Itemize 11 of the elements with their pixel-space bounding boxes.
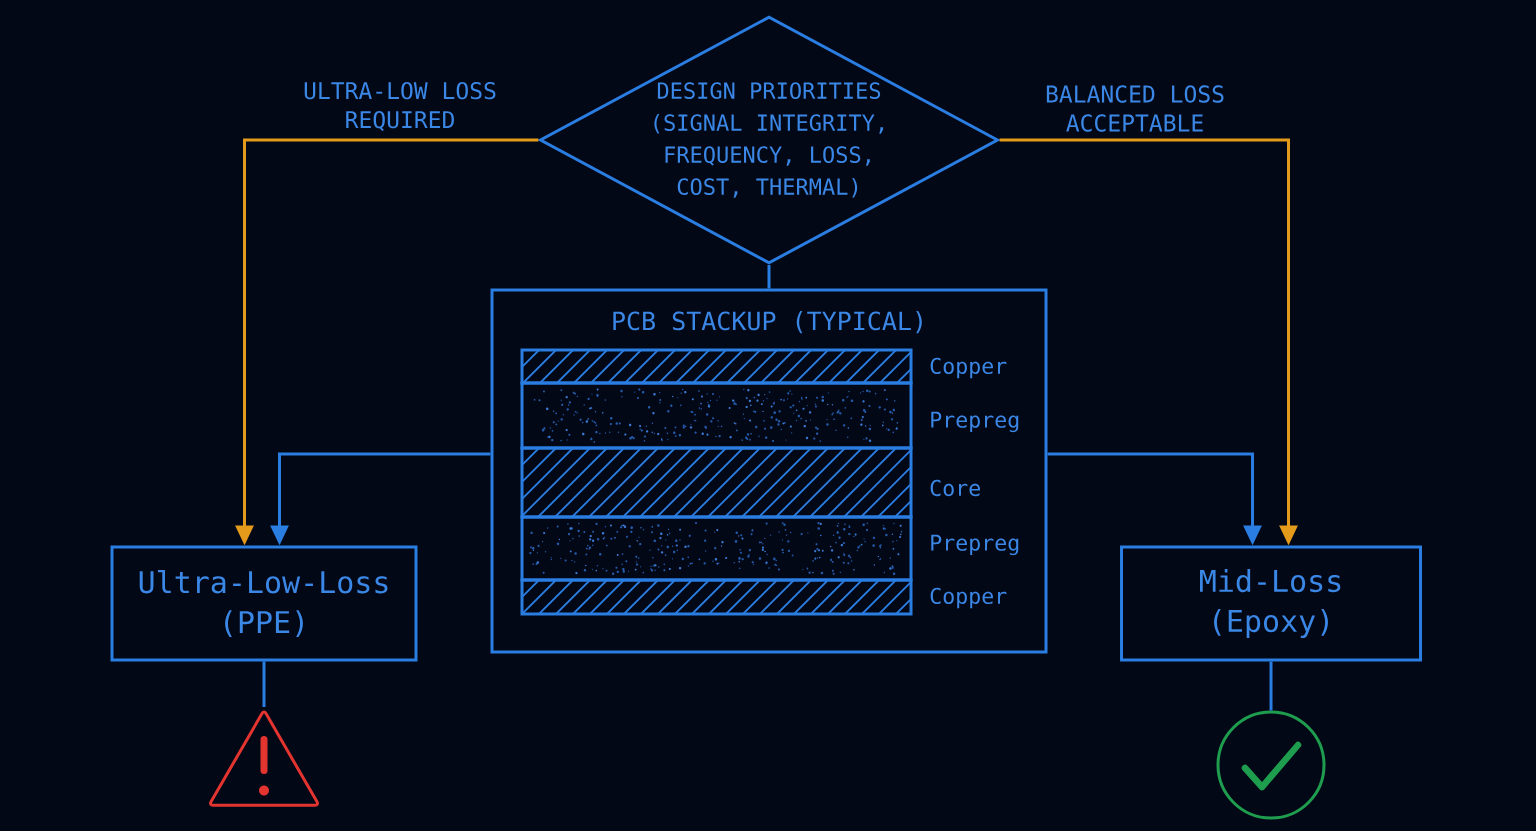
- layer-label: Copper: [930, 357, 1007, 379]
- material-box: Mid-Loss (Epoxy): [1120, 545, 1422, 662]
- layer-label: Prepreg: [931, 411, 1019, 433]
- layer-label: Prepreg: [931, 534, 1019, 556]
- edge-label: ULTRA-LOW LOSS REQUIRED: [304, 81, 496, 132]
- layer-label: Core: [930, 479, 980, 497]
- check-icon: [1216, 710, 1326, 820]
- edge-label: BALANCED LOSS ACCEPTABLE: [1046, 85, 1224, 132]
- material-box: Ultra-Low-Loss (PPE): [110, 545, 418, 662]
- warning-icon: [209, 710, 319, 807]
- layer-label: Copper: [930, 587, 1007, 609]
